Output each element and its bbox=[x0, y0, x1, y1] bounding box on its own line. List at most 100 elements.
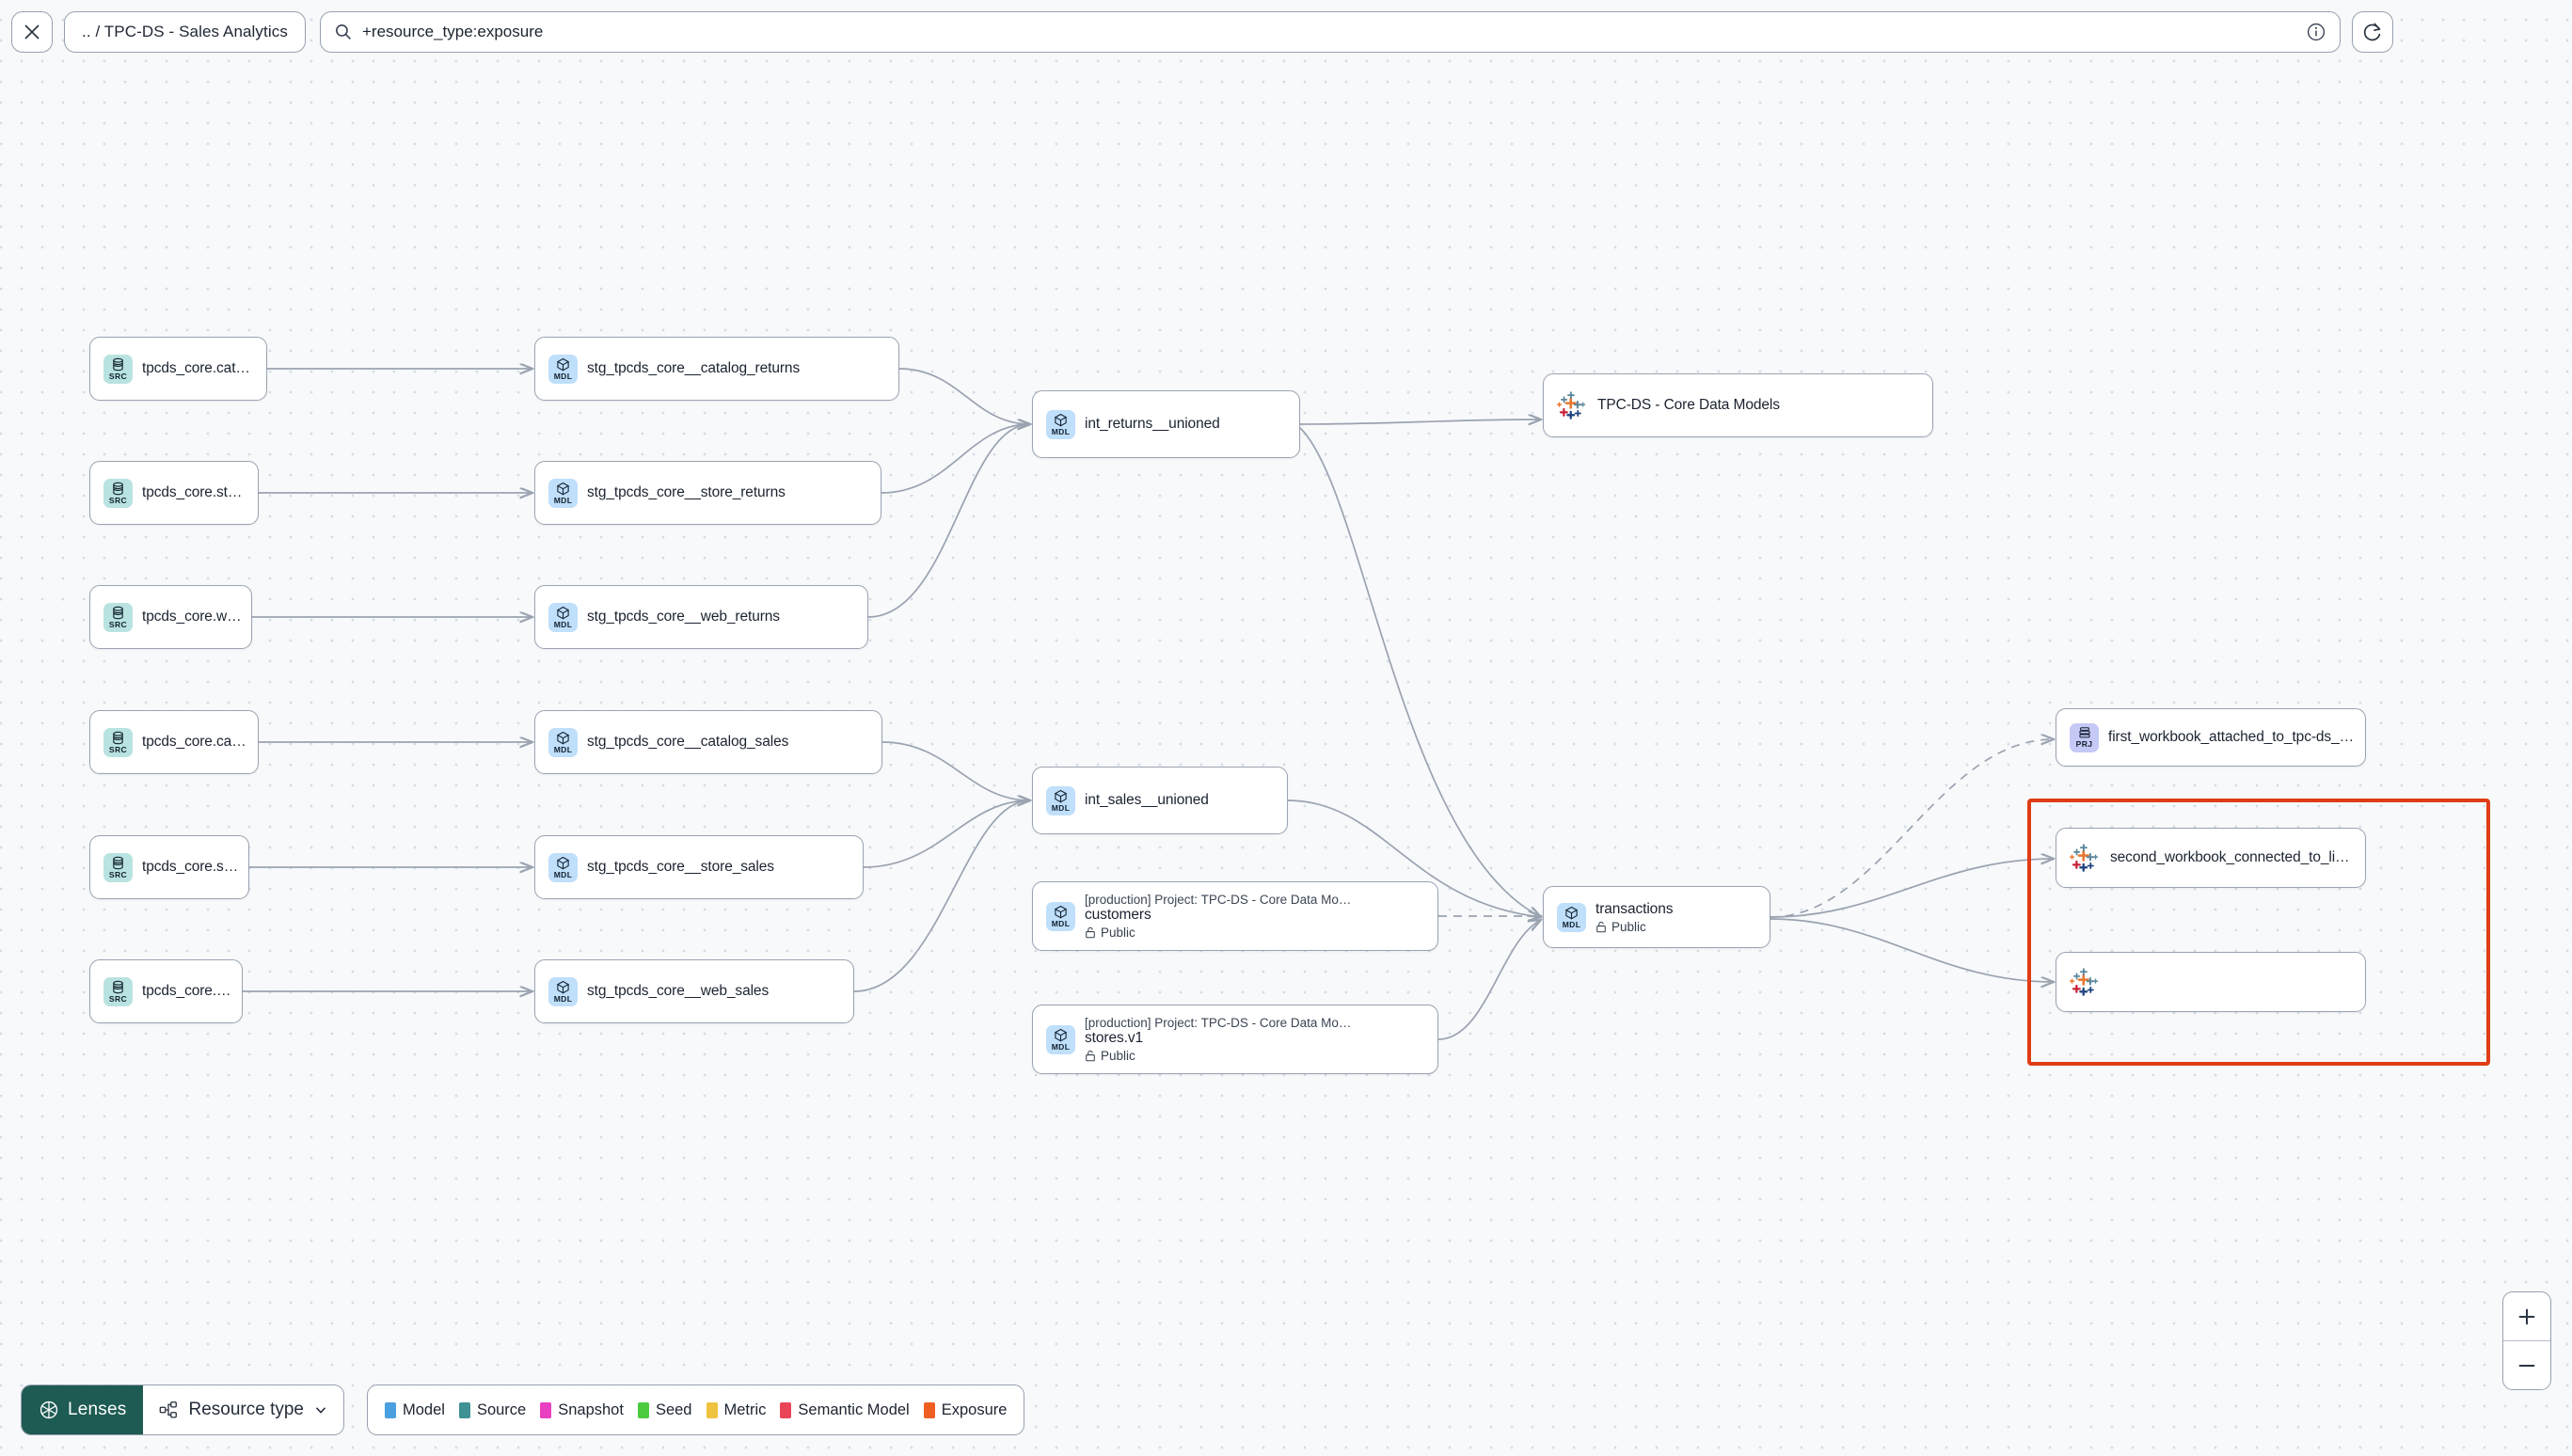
graph-node-model-transactions[interactable]: MDL transactions Public bbox=[1543, 886, 1770, 948]
badge-label: MDL bbox=[553, 495, 573, 505]
graph-node-project-referenced-by[interactable]: PRJ first_workbook_attached_to_tpc-ds_-_… bbox=[2056, 708, 2366, 767]
badge-label: SRC bbox=[108, 744, 128, 754]
badge-label: SRC bbox=[108, 495, 128, 505]
unlock-icon bbox=[1086, 926, 1095, 939]
legend-item-model: Model bbox=[384, 1401, 445, 1419]
legend-item-snapshot: Snapshot bbox=[540, 1401, 624, 1419]
legend-swatch bbox=[780, 1401, 792, 1418]
node-access-label: Public bbox=[1101, 926, 1135, 940]
graph-node-source-web-returns[interactable]: SRC tpcds_core.web_returns bbox=[89, 585, 252, 649]
graph-node-model-int-returns-unioned[interactable]: MDL int_returns__unioned bbox=[1032, 390, 1300, 458]
graph-node-model-customers[interactable]: MDL [production] Project: TPC-DS - Core … bbox=[1032, 881, 1438, 951]
source-badge-icon: SRC bbox=[103, 602, 133, 632]
legend-item-source: Source bbox=[458, 1401, 526, 1419]
node-title: stg_tpcds_core__store_sales bbox=[587, 859, 774, 875]
unlock-icon bbox=[1086, 1050, 1095, 1062]
graph-node-model-stg-store-sales[interactable]: MDL stg_tpcds_core__store_sales bbox=[534, 835, 864, 899]
search-input[interactable] bbox=[353, 12, 2326, 52]
node-title: tpcds_core.web_sales bbox=[142, 983, 232, 999]
close-button[interactable] bbox=[11, 11, 53, 53]
badge-label: SRC bbox=[108, 869, 128, 879]
model-badge-icon: MDL bbox=[548, 602, 578, 632]
graph-node-model-stg-catalog-sales[interactable]: MDL stg_tpcds_core__catalog_sales bbox=[534, 710, 882, 774]
node-title: stg_tpcds_core__web_returns bbox=[587, 609, 780, 625]
model-badge-icon: MDL bbox=[1046, 1024, 1075, 1054]
legend-label: Semantic Model bbox=[798, 1401, 910, 1418]
badge-label: PRJ bbox=[2075, 739, 2093, 750]
graph-node-model-stg-web-returns[interactable]: MDL stg_tpcds_core__web_returns bbox=[534, 585, 868, 649]
zoom-controls bbox=[2502, 1291, 2551, 1390]
minus-icon bbox=[2518, 1364, 2535, 1367]
top-toolbar: .. / TPC-DS - Sales Analytics bbox=[0, 0, 2572, 64]
tableau-exposure-icon bbox=[2070, 843, 2099, 872]
badge-label: MDL bbox=[1051, 802, 1071, 813]
tableau-exposure-icon bbox=[1557, 390, 1586, 419]
node-title: transactions bbox=[1596, 900, 1674, 917]
zoom-out-button[interactable] bbox=[2503, 1341, 2550, 1389]
node-title: stg_tpcds_core__web_sales bbox=[587, 983, 770, 999]
graph-node-exposure-first-workbook[interactable]: second_workbook_connected_to_live… bbox=[2056, 828, 2366, 888]
legend-item-seed: Seed bbox=[637, 1401, 692, 1419]
lenses-label: Lenses bbox=[68, 1400, 127, 1419]
close-icon bbox=[24, 24, 40, 40]
graph-node-model-stores-v1[interactable]: MDL [production] Project: TPC-DS - Core … bbox=[1032, 1005, 1438, 1074]
source-badge-icon: SRC bbox=[103, 354, 133, 384]
zoom-in-button[interactable] bbox=[2503, 1292, 2550, 1341]
lenses-button[interactable]: Lenses bbox=[22, 1385, 144, 1434]
breadcrumb-label: .. / TPC-DS - Sales Analytics bbox=[82, 23, 288, 40]
legend-swatch bbox=[637, 1401, 649, 1418]
node-project-subtitle: [production] Project: TPC-DS - Core Data… bbox=[1085, 893, 1352, 907]
model-badge-icon: MDL bbox=[548, 852, 578, 882]
breadcrumb[interactable]: .. / TPC-DS - Sales Analytics bbox=[64, 11, 306, 53]
tableau-exposure-icon bbox=[2070, 967, 2099, 996]
graph-node-model-int-sales-unioned[interactable]: MDL int_sales__unioned bbox=[1032, 767, 1288, 834]
node-title: int_returns__unioned bbox=[1085, 416, 1220, 432]
node-title: TPC-DS - Core Data Models bbox=[1597, 397, 1780, 413]
node-title: stg_tpcds_core__catalog_sales bbox=[587, 734, 789, 750]
graph-node-source-store-sales[interactable]: SRC tpcds_core.store_sales bbox=[89, 835, 249, 899]
legend-label: Snapshot bbox=[558, 1401, 624, 1418]
legend-swatch bbox=[458, 1401, 470, 1418]
graph-node-source-catalog-returns[interactable]: SRC tpcds_core.catalog_returns bbox=[89, 337, 267, 401]
badge-label: MDL bbox=[553, 619, 573, 629]
node-access-meta: Public bbox=[1596, 920, 1673, 934]
badge-label: MDL bbox=[1051, 1041, 1071, 1052]
badge-label: SRC bbox=[108, 993, 128, 1004]
badge-label: SRC bbox=[108, 619, 128, 629]
legend-swatch bbox=[923, 1401, 935, 1418]
source-badge-icon: SRC bbox=[103, 727, 133, 757]
aperture-icon bbox=[40, 1401, 58, 1419]
source-badge-icon: SRC bbox=[103, 478, 133, 508]
graph-node-source-web-sales[interactable]: SRC tpcds_core.web_sales bbox=[89, 959, 243, 1023]
unlock-icon bbox=[1596, 921, 1606, 932]
node-title: stg_tpcds_core__catalog_returns bbox=[587, 360, 801, 376]
model-badge-icon: MDL bbox=[1046, 409, 1075, 439]
search-icon bbox=[335, 24, 351, 40]
graph-node-exposure-second-workbook[interactable] bbox=[2056, 952, 2366, 1012]
node-title: tpcds_core.store_sales bbox=[142, 859, 239, 875]
graph-node-source-store-returns[interactable]: SRC tpcds_core.store_returns bbox=[89, 461, 259, 525]
refresh-button[interactable] bbox=[2352, 11, 2393, 53]
node-title: stg_tpcds_core__store_returns bbox=[587, 484, 786, 500]
graph-node-source-catalog-sales[interactable]: SRC tpcds_core.catalog_sales bbox=[89, 710, 259, 774]
node-title: first_workbook_attached_to_tpc-ds_-_… bbox=[2108, 729, 2356, 745]
node-access-meta: Public bbox=[1085, 1049, 1351, 1063]
info-icon[interactable] bbox=[2306, 22, 2326, 42]
chevron-down-icon bbox=[315, 1407, 326, 1414]
legend-label: Exposure bbox=[941, 1401, 1008, 1418]
node-title: tpcds_core.catalog_sales bbox=[142, 734, 248, 750]
badge-label: MDL bbox=[1562, 919, 1581, 929]
node-access-meta: Public bbox=[1085, 926, 1351, 940]
search-bar[interactable] bbox=[320, 11, 2341, 53]
resource-type-legend: Model Source Snapshot Seed Metric Semant… bbox=[366, 1385, 1025, 1435]
graph-node-model-stg-web-sales[interactable]: MDL stg_tpcds_core__web_sales bbox=[534, 959, 854, 1023]
graph-node-exposure-return-amounts[interactable]: TPC-DS - Core Data Models bbox=[1543, 373, 1933, 437]
graph-node-model-stg-store-returns[interactable]: MDL stg_tpcds_core__store_returns bbox=[534, 461, 881, 525]
node-title: int_sales__unioned bbox=[1085, 792, 1209, 808]
node-title: tpcds_core.store_returns bbox=[142, 484, 248, 500]
node-title: tpcds_core.web_returns bbox=[142, 609, 242, 625]
graph-node-model-stg-catalog-returns[interactable]: MDL stg_tpcds_core__catalog_returns bbox=[534, 337, 899, 401]
resource-type-dropdown[interactable]: Resource type bbox=[143, 1385, 343, 1434]
bottom-toolbar: Lenses Resource type Model Source Snapsh… bbox=[21, 1385, 1025, 1435]
